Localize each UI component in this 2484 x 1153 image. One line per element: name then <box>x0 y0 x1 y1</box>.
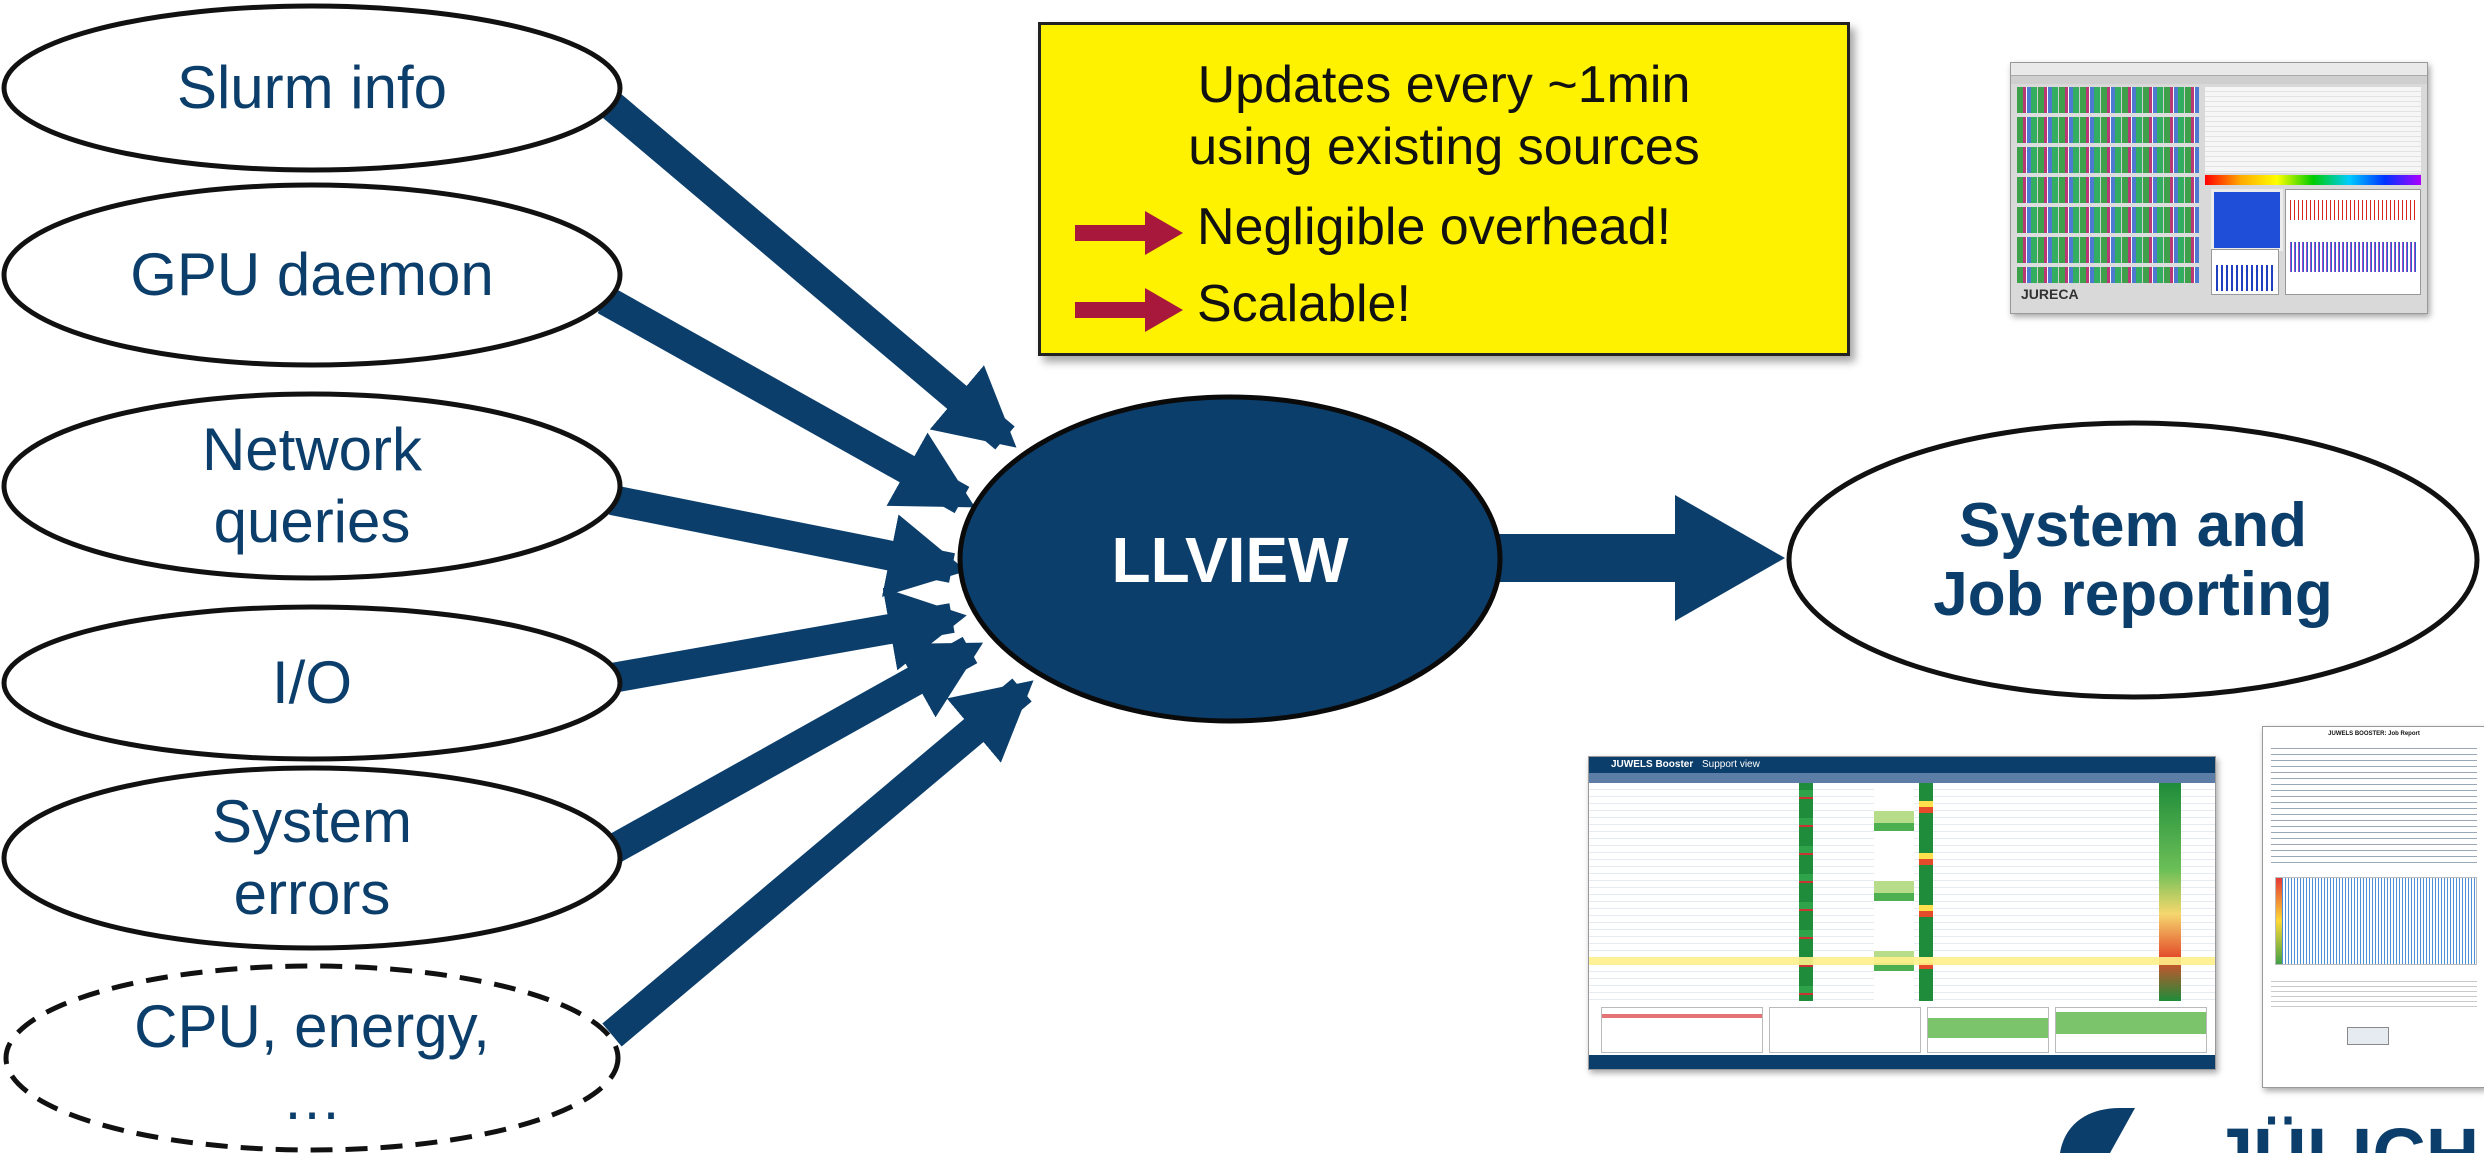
thumb-report-box <box>2347 1027 2389 1045</box>
source-label-line: System <box>211 788 413 855</box>
thumb-graph-2 <box>1769 1007 1921 1053</box>
thumb-report-table <box>2271 977 2477 1009</box>
source-label-line: Slurm info <box>176 54 448 121</box>
source-ellipse-gpu <box>1 182 623 368</box>
source-ellipse-cpu <box>3 963 621 1153</box>
thumb-titlebar <box>2011 63 2427 76</box>
bullet-arrow-icon <box>1075 211 1183 255</box>
hub-ellipse-llview <box>957 394 1503 724</box>
logo-juelich: JÜLICH <box>2060 1108 2479 1153</box>
note-bullet-1: Negligible overhead! <box>1197 198 1672 256</box>
arrow-network-to-llview <box>609 485 967 597</box>
output-label-line: System and <box>1958 490 2308 560</box>
thumb-heat-col-2 <box>1874 783 1914 1001</box>
thumb-highlight-row <box>1589 957 2215 965</box>
arrow-gpu-to-llview <box>597 286 976 514</box>
thumb-table <box>2205 87 2421 173</box>
hub-label: LLVIEW <box>960 480 1500 640</box>
thumb-report-title: JUWELS BOOSTER: Job Report <box>2328 731 2420 737</box>
thumb-graph-4 <box>2055 1007 2207 1053</box>
screenshot-job-report: JUWELS BOOSTER: Job Report <box>2262 726 2484 1088</box>
hub-label-text: LLVIEW <box>1111 524 1349 596</box>
source-ellipse-io <box>1 604 623 762</box>
source-label-network: Network queries <box>4 406 620 566</box>
source-label-gpu: GPU daemon <box>4 195 620 355</box>
source-label-line: I/O <box>271 649 352 716</box>
logo-text: JÜLICH <box>2212 1113 2479 1153</box>
thumb-caption: JURECA <box>2021 286 2079 302</box>
output-ellipse-reporting <box>1786 420 2480 700</box>
thumb-toolbar <box>2011 76 2427 84</box>
thumb-graph-3 <box>1927 1007 2049 1053</box>
arrow-slurm-to-llview <box>595 88 1017 450</box>
thumb-heat-col-1 <box>1799 783 1813 1001</box>
thumb-report-summary <box>2271 743 2477 863</box>
thumb-blue-plot <box>2211 189 2283 251</box>
output-label: System and Job reporting <box>1800 470 2466 650</box>
thumb-footer <box>1589 1055 2215 1069</box>
thumb-graph-1 <box>1601 1007 1763 1053</box>
source-ellipse-slurm <box>1 3 623 173</box>
thumb-col-headers <box>1589 773 2215 783</box>
bullet-arrow-icon <box>1075 288 1183 332</box>
thumb-header-subtitle: Support view <box>1702 759 1760 770</box>
note-box: Updates every ~1min using existing sourc… <box>1038 22 1850 356</box>
source-label-line: GPU daemon <box>130 241 494 308</box>
thumb-line-plot <box>2285 189 2421 295</box>
output-label-line: Job reporting <box>1933 560 2333 629</box>
source-label-errors: System errors <box>4 778 620 938</box>
logo-mark-icon <box>2060 1108 2135 1153</box>
source-label-line: Network <box>201 416 423 483</box>
source-label-cpu: CPU, energy, … <box>4 983 620 1143</box>
arrow-errors-to-llview <box>604 636 984 864</box>
source-ellipse-errors <box>1 765 623 951</box>
thumb-header: JUWELS Booster Support view <box>1589 757 2215 773</box>
screenshot-system-view: JURECA <box>2010 62 2428 314</box>
thumb-report-plot <box>2275 877 2477 965</box>
arrow-cpu-to-llview <box>602 678 1034 1047</box>
note-line-1: Updates every ~1min <box>1197 56 1691 114</box>
note-bullet-2: Scalable! <box>1197 275 1411 333</box>
thumb-header-title: JUWELS Booster <box>1611 759 1694 770</box>
thumb-rainbow-bar <box>2205 175 2421 185</box>
source-label-line: … <box>282 1065 342 1132</box>
source-label-slurm: Slurm info <box>4 8 620 168</box>
source-ellipse-network <box>1 391 623 581</box>
thumb-heat-col-4 <box>2159 783 2181 1001</box>
note-line-2: using existing sources <box>1188 118 1700 176</box>
thumb-node-grid-lines <box>2017 87 2199 283</box>
arrow-io-to-llview <box>609 587 967 693</box>
arrow-llview-to-reporting <box>1490 495 1785 621</box>
source-label-line: queries <box>213 488 411 555</box>
thumb-blue-plot-2 <box>2211 249 2279 295</box>
source-label-line: errors <box>233 860 391 927</box>
source-label-io: I/O <box>4 603 620 763</box>
thumb-heat-col-3 <box>1919 783 1933 1001</box>
source-label-line: CPU, energy, <box>134 993 490 1060</box>
screenshot-support-view: JUWELS Booster Support view <box>1588 756 2216 1070</box>
